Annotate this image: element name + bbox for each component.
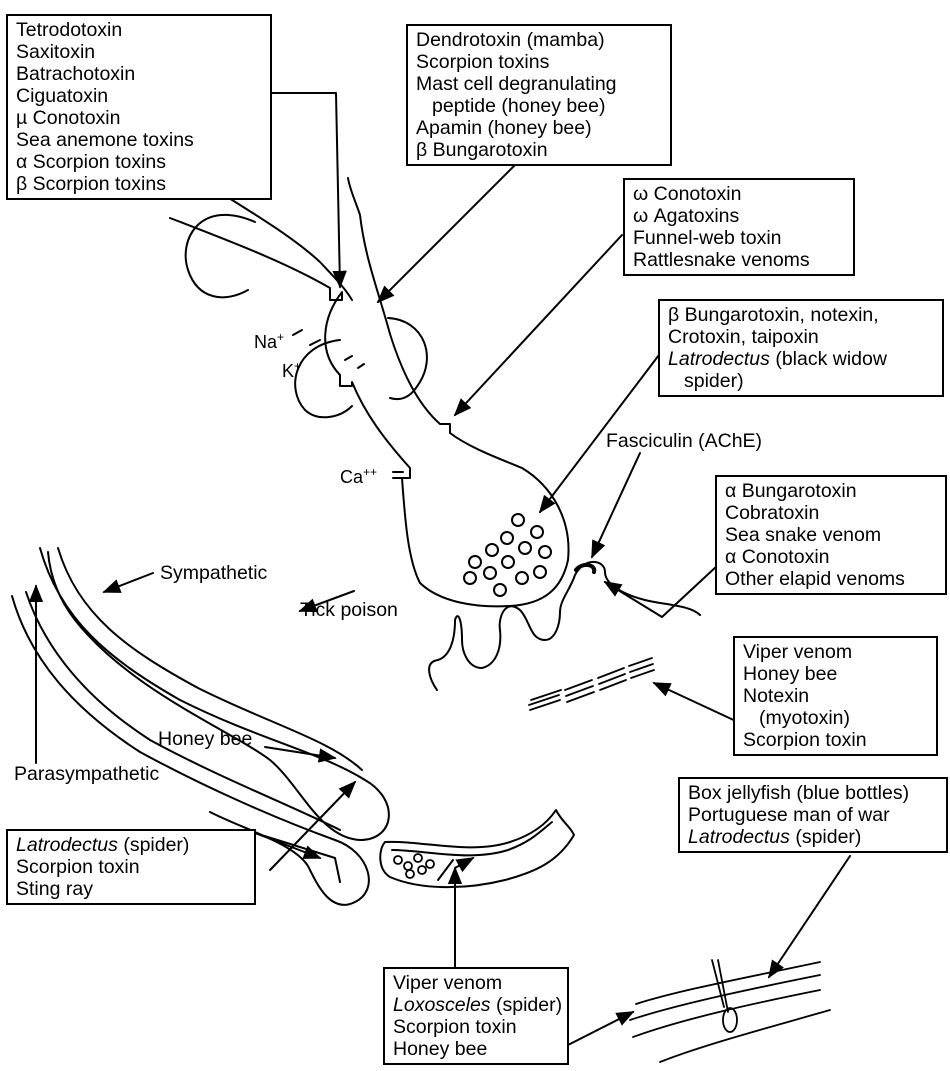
box-line: Portuguese man of war bbox=[688, 804, 938, 826]
box-line: Scorpion toxin bbox=[16, 856, 246, 878]
box-line: Sting ray bbox=[16, 878, 246, 900]
box-line-rest: (black widow bbox=[770, 348, 887, 370]
receptor-blob bbox=[576, 565, 594, 572]
box-line: Tetrodotoxin bbox=[16, 19, 262, 41]
box-line: Scorpion toxin bbox=[743, 729, 928, 751]
box-line: ω Agatoxins bbox=[633, 205, 845, 227]
label-tick-poison: Tick poison bbox=[300, 599, 398, 621]
ion-charge: + bbox=[277, 330, 284, 344]
box-line: Rattlesnake venoms bbox=[633, 249, 845, 271]
box-line: β Bungarotoxin, notexin, bbox=[668, 304, 934, 326]
box-line: Latrodectus (spider) bbox=[16, 834, 246, 856]
italic-genus: Latrodectus bbox=[688, 826, 790, 848]
label-sympathetic: Sympathetic bbox=[160, 562, 267, 584]
ion-label-calcium: Ca++ bbox=[340, 465, 377, 488]
box-line: Loxosceles (spider) bbox=[393, 994, 559, 1016]
synaptic-vesicles bbox=[464, 514, 551, 596]
box-line: Box jellyfish (blue bottles) bbox=[688, 782, 938, 804]
label-parasympathetic: Parasympathetic bbox=[14, 763, 159, 785]
box-line: Viper venom bbox=[393, 972, 559, 994]
ion-label-sodium: Na+ bbox=[254, 330, 284, 353]
channel-k bbox=[345, 356, 364, 368]
box-line: α Bungarotoxin bbox=[725, 480, 937, 502]
box-line: Other elapid venoms bbox=[725, 568, 937, 590]
blood-vessel-outer bbox=[380, 810, 574, 887]
box-line: Batrachotoxin bbox=[16, 63, 262, 85]
box-line: Honey bee bbox=[743, 663, 928, 685]
channel-na bbox=[293, 330, 320, 345]
box-receptor-toxins: α Bungarotoxin Cobratoxin Sea snake veno… bbox=[715, 475, 947, 595]
box-vessel-toxins: Viper venom Loxosceles (spider) Scorpion… bbox=[383, 967, 569, 1065]
label-honey-bee: Honey bee bbox=[158, 728, 252, 750]
box-line: β Bungarotoxin bbox=[416, 139, 662, 161]
box-potassium-channel-toxins: Dendrotoxin (mamba) Scorpion toxins Mast… bbox=[406, 24, 672, 166]
ion-symbol: Ca bbox=[340, 467, 363, 487]
box-line: Funnel-web toxin bbox=[633, 227, 845, 249]
box-line: α Conotoxin bbox=[725, 546, 937, 568]
box-sodium-channel-toxins: Tetrodotoxin Saxitoxin Batrachotoxin Cig… bbox=[6, 14, 272, 200]
box-line: (myotoxin) bbox=[743, 707, 928, 729]
box-line: Viper venom bbox=[743, 641, 928, 663]
box-line-rest: (spider) bbox=[491, 994, 563, 1016]
label-fasciculin: Fasciculin (AChE) bbox=[606, 430, 762, 452]
box-line: peptide (honey bee) bbox=[416, 95, 662, 117]
box-line: Apamin (honey bee) bbox=[416, 117, 662, 139]
box-skin-toxins: Box jellyfish (blue bottles) Portuguese … bbox=[678, 777, 948, 853]
box-line: Crotoxin, taipoxin bbox=[668, 326, 934, 348]
box-line: Honey bee bbox=[393, 1038, 559, 1060]
box-line: µ Conotoxin bbox=[16, 107, 262, 129]
ion-charge: + bbox=[294, 359, 301, 373]
box-presynaptic-toxins: β Bungarotoxin, notexin, Crotoxin, taipo… bbox=[658, 299, 944, 397]
box-muscle-toxins: Viper venom Honey bee Notexin (myotoxin)… bbox=[733, 636, 938, 756]
ion-symbol: Na bbox=[254, 332, 277, 352]
blood-cells bbox=[394, 854, 434, 878]
box-line: spider) bbox=[668, 370, 934, 392]
box-line: Latrodectus (black widow bbox=[668, 348, 934, 370]
box-line: Sea anemone toxins bbox=[16, 129, 262, 151]
myelin-sheath-3 bbox=[295, 340, 352, 417]
box-line: Ciguatoxin bbox=[16, 85, 262, 107]
box-calcium-channel-toxins: ω Conotoxin ω Agatoxins Funnel-web toxin… bbox=[623, 178, 855, 276]
box-line: α Scorpion toxins bbox=[16, 151, 262, 173]
channel-ca bbox=[393, 472, 403, 478]
ion-charge: ++ bbox=[363, 465, 377, 479]
italic-genus: Latrodectus bbox=[668, 348, 770, 370]
ion-label-potassium: K+ bbox=[282, 359, 301, 382]
box-line-rest: (spider) bbox=[118, 834, 190, 856]
postsynaptic-membrane bbox=[429, 562, 700, 690]
axon-outer-membrane bbox=[170, 178, 569, 606]
box-line: Cobratoxin bbox=[725, 502, 937, 524]
box-line-rest: (spider) bbox=[790, 826, 862, 848]
box-line: ω Conotoxin bbox=[633, 183, 845, 205]
parasympathetic-nerve-inner bbox=[26, 592, 340, 830]
box-line: Scorpion toxins bbox=[416, 51, 662, 73]
ion-symbol: K bbox=[282, 361, 294, 381]
myelin-sheath-2 bbox=[388, 318, 427, 399]
box-line: Latrodectus (spider) bbox=[688, 826, 938, 848]
skin-section bbox=[630, 960, 830, 1062]
box-line: β Scorpion toxins bbox=[16, 173, 262, 195]
box-line: Sea snake venom bbox=[725, 524, 937, 546]
box-autonomic-toxins: Latrodectus (spider) Scorpion toxin Stin… bbox=[6, 829, 256, 905]
box-line: Dendrotoxin (mamba) bbox=[416, 29, 662, 51]
box-line: Notexin bbox=[743, 685, 928, 707]
box-line: Scorpion toxin bbox=[393, 1016, 559, 1038]
blood-vessel-inner bbox=[392, 822, 552, 855]
italic-genus: Latrodectus bbox=[16, 834, 118, 856]
muscle-fibrils bbox=[529, 658, 654, 710]
italic-genus: Loxosceles bbox=[393, 994, 491, 1016]
box-line: Saxitoxin bbox=[16, 41, 262, 63]
box-line: Mast cell degranulating bbox=[416, 73, 662, 95]
